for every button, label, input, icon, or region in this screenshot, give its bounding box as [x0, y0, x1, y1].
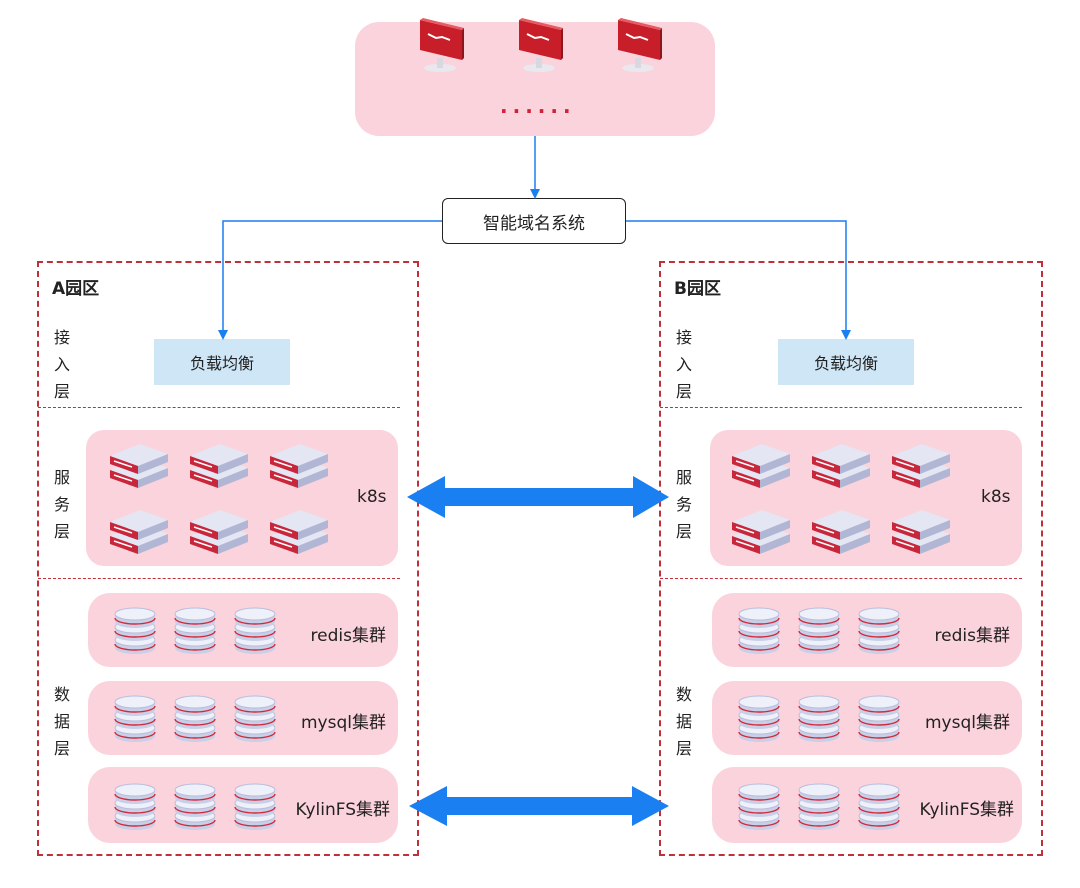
server-icon	[110, 444, 168, 488]
server-icon	[190, 510, 248, 554]
database-icon	[858, 607, 900, 654]
server-icon	[270, 510, 328, 554]
server-icon	[812, 510, 870, 554]
server-icon	[110, 510, 168, 554]
zone-a-load-balancer-label: 负载均衡	[189, 354, 254, 373]
server-icon	[732, 510, 790, 554]
zone-b-load-balancer: 负载均衡	[778, 339, 914, 385]
zone-b-service-layer-label: 服务层	[675, 468, 692, 541]
smart-dns-label: 智能域名系统	[483, 213, 585, 234]
database-icon	[858, 695, 900, 742]
zone-a-access-layer-label: 接入层	[53, 328, 70, 401]
database-icon	[114, 607, 156, 654]
zone-a-title: A园区	[52, 279, 100, 299]
database-icon	[114, 783, 156, 830]
dns-to-zone-b-connector	[626, 220, 851, 340]
zone-a-mysql-label: mysql集群	[301, 713, 386, 733]
database-icon	[798, 607, 840, 654]
zone-b-title: B园区	[674, 279, 721, 299]
database-icon	[738, 783, 780, 830]
zone-b-kylinfs-label: KylinFS集群	[919, 800, 1014, 820]
zone-b-load-balancer-label: 负载均衡	[813, 354, 878, 373]
zone-a	[37, 261, 419, 856]
dns-to-zone-a-connector	[218, 220, 442, 340]
database-icon	[738, 607, 780, 654]
zone-a-service-layer-label: 服务层	[53, 468, 70, 541]
server-icon	[270, 444, 328, 488]
monitor-icon	[519, 18, 563, 72]
storage-sync-arrow	[409, 786, 669, 826]
zone-b-k8s-label: k8s	[981, 487, 1011, 507]
zone-a-data-layer-label: 数据层	[53, 685, 70, 758]
database-icon	[234, 783, 276, 830]
database-icon	[234, 607, 276, 654]
zone-a-k8s-label: k8s	[357, 487, 387, 507]
database-icon	[798, 695, 840, 742]
database-icon	[798, 783, 840, 830]
zone-b-divider-1	[660, 407, 1022, 408]
server-icon	[892, 510, 950, 554]
database-icon	[858, 783, 900, 830]
zone-b-divider-2	[660, 578, 1022, 579]
database-icon	[234, 695, 276, 742]
zone-a-kylinfs-label: KylinFS集群	[295, 800, 390, 820]
monitor-icon	[618, 18, 662, 72]
database-icon	[174, 607, 216, 654]
database-icon	[738, 695, 780, 742]
zone-b-mysql-label: mysql集群	[925, 713, 1010, 733]
zone-b	[659, 261, 1043, 856]
server-icon	[892, 444, 950, 488]
zone-a-divider-2	[38, 578, 400, 579]
zone-b-access-layer-label: 接入层	[675, 328, 692, 401]
zone-b-redis-label: redis集群	[934, 626, 1010, 646]
monitor-icon	[420, 18, 464, 72]
database-icon	[174, 695, 216, 742]
client-ellipsis: ......	[500, 94, 576, 118]
database-icon	[174, 783, 216, 830]
zone-a-divider-1	[38, 407, 400, 408]
zone-a-redis-label: redis集群	[310, 626, 386, 646]
zone-a-load-balancer: 负载均衡	[154, 339, 290, 385]
server-icon	[732, 444, 790, 488]
server-icon	[812, 444, 870, 488]
smart-dns-box: 智能域名系统	[442, 198, 626, 244]
database-icon	[114, 695, 156, 742]
service-sync-arrow	[407, 476, 669, 518]
zone-b-data-layer-label: 数据层	[675, 685, 692, 758]
server-icon	[190, 444, 248, 488]
